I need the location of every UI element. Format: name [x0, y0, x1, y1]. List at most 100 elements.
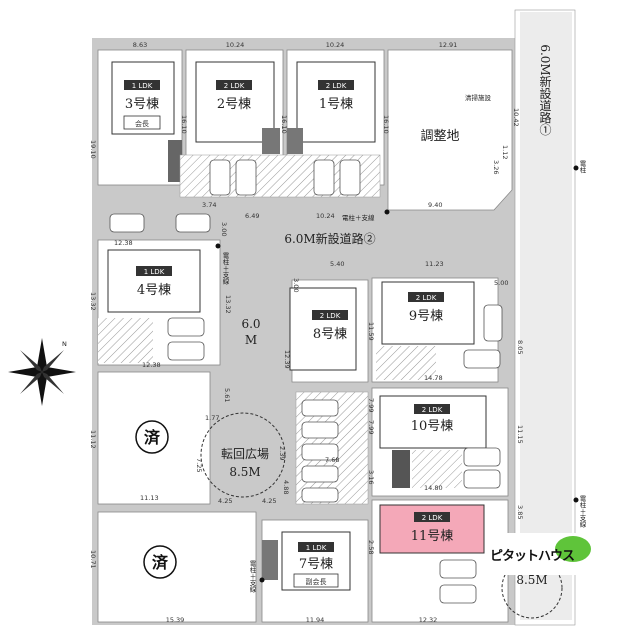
lot-11-label-group: 2 LDK 11号棟 [411, 512, 454, 544]
sold-1-circle [135, 420, 169, 454]
dim-misc-21: 2.39 [278, 446, 286, 460]
dim-misc-22: 7.25 [195, 458, 203, 472]
dim-left-4: 10.71 [89, 550, 97, 569]
dim-bottom-2: 11.94 [306, 616, 325, 624]
car-slot-18 [301, 465, 339, 483]
adjust-parcel [387, 49, 513, 211]
car-slot-3 [313, 159, 335, 196]
dim-top-2: 10.24 [226, 41, 245, 49]
dim-left-2: 13.32 [89, 292, 97, 311]
car-slot-4 [339, 159, 361, 196]
dim-misc-1: 3.74 [202, 201, 216, 209]
car-slot-1 [209, 159, 231, 196]
dim-misc-4: 9.40 [428, 201, 442, 209]
stair-1 [287, 128, 303, 154]
lot-7-label-group: 1 LDK 7号棟 副会長 [293, 542, 339, 588]
lot-9-label: 9号棟 [409, 309, 443, 324]
house-4 [107, 249, 201, 313]
lot-3-tag: 1 LDK [132, 82, 153, 90]
lot-7-label: 7号棟 [299, 557, 333, 572]
dim-top-4: 12.91 [439, 41, 458, 49]
svg-text:N: N [62, 340, 67, 348]
cleaning-facility-label: 清掃施設 [465, 93, 492, 102]
compass-icon: N [8, 338, 76, 406]
dim-left-3: 11.12 [89, 430, 97, 449]
sold-2-circle [143, 545, 177, 579]
dim-top-3: 10.24 [326, 41, 345, 49]
dim-misc-17: 4.25 [262, 497, 276, 505]
lot-11-tag: 2 LDK [422, 514, 443, 522]
road-vertical-width: 6.0 [241, 317, 260, 331]
lot-3-badge: 会長 [135, 119, 149, 128]
lot-2-label-group: 2 LDK 2号棟 [216, 80, 252, 112]
lot-10-label: 10号棟 [411, 419, 454, 434]
lot-9-label-group: 2 LDK 9号棟 [408, 292, 444, 324]
turnaround-circle [200, 412, 286, 498]
lot-1-label: 1号棟 [319, 97, 353, 112]
lot-3-label: 3号棟 [125, 97, 159, 112]
car-slot-5 [167, 317, 205, 337]
dim-misc-16: 4.25 [218, 497, 232, 505]
lot-1-label-group: 2 LDK 1号棟 [318, 80, 354, 112]
dim-misc-25: 12.39 [283, 350, 291, 369]
dim-misc-7: 5.40 [330, 260, 344, 268]
house-2 [195, 61, 275, 143]
dim-misc-18: 7.68 [325, 456, 339, 464]
dim-misc-30: 1.12 [501, 145, 509, 159]
car-slot-17 [301, 443, 339, 461]
dim-misc-34: 16.10 [280, 115, 288, 134]
lot-10-label-group: 2 LDK 10号棟 [411, 404, 454, 434]
lot-10-tag: 2 LDK [422, 406, 443, 414]
adjust-area-label: 調整地 [420, 129, 459, 144]
lot-3-label-group: 1 LDK 3号棟 会長 [123, 80, 161, 130]
dim-misc-20: 1.77 [205, 414, 219, 422]
sold-1-label: 済 [144, 428, 161, 447]
lot-4-hatch [98, 318, 153, 363]
dim-misc-19: 3.00 [220, 222, 228, 236]
dim-misc-27: 3.16 [367, 470, 375, 484]
lot-8-label: 8号棟 [313, 327, 347, 342]
lower-turn-size: 8.5M [516, 573, 547, 587]
dim-misc-8: 11.23 [425, 260, 444, 268]
turnaround-size: 8.5M [229, 465, 260, 479]
lot-10-hatch [412, 450, 462, 488]
dim-left-1: 19.10 [89, 140, 97, 159]
lot-10-dark [392, 450, 410, 488]
dim-top-1: 8.63 [133, 41, 147, 49]
car-slot-11 [463, 447, 501, 467]
dim-misc-32: 10.42 [512, 108, 520, 127]
dim-bottom-1: 15.39 [166, 616, 185, 624]
lot-11-label: 11号棟 [411, 529, 454, 544]
dim-misc-24: 11.59 [367, 322, 375, 341]
car-slot-13 [439, 559, 477, 579]
dim-misc-15: 11.13 [140, 494, 159, 502]
pole-icon-1 [384, 209, 390, 215]
pole-label-3: 電柱 [578, 160, 586, 175]
dim-misc-9: 5.00 [494, 279, 508, 287]
dim-misc-33: 16.10 [180, 115, 188, 134]
car-slot-14 [439, 584, 477, 604]
lot-4-label: 4号棟 [137, 283, 171, 298]
road-1-area [520, 12, 572, 620]
car-slot-2 [235, 159, 257, 196]
car-slot-8 [175, 213, 211, 233]
car-slot-10 [463, 349, 501, 369]
dim-misc-23: 5.61 [223, 388, 231, 402]
lot-1-tag: 2 LDK [326, 82, 347, 90]
brand-logo-dot-icon [555, 536, 591, 562]
brand-logo-text: ピタットハウス [490, 549, 575, 564]
dim-misc-14: 3.85 [516, 505, 524, 519]
sold-2-label: 済 [152, 553, 169, 572]
lot-8-label-group: 2 LDK 8号棟 [312, 310, 348, 342]
pole-icon-4 [573, 497, 579, 503]
house-1 [296, 61, 376, 143]
lot-8-tag: 2 LDK [320, 312, 341, 320]
dim-misc-35: 16.10 [382, 115, 390, 134]
car-slot-19 [301, 487, 339, 503]
dim-misc-29: 4.88 [282, 480, 290, 494]
dim-misc-12: 11.15 [516, 425, 524, 444]
dim-misc-26: 7.99 [367, 420, 375, 434]
lot-9-tag: 2 LDK [416, 294, 437, 302]
road-1-label: 6.0M新設道路① [538, 44, 552, 135]
